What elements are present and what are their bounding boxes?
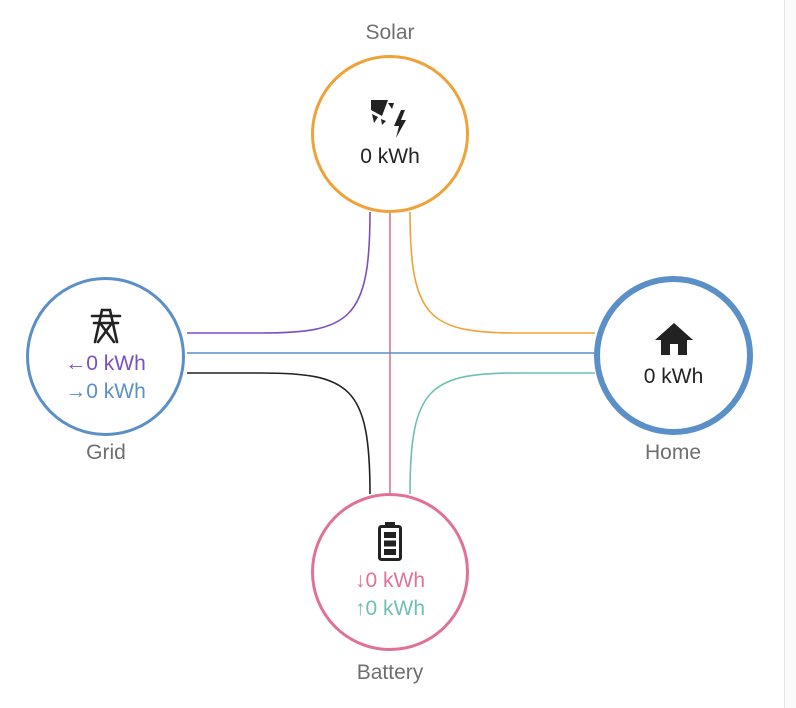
flow-grid-to-battery (187, 372, 371, 495)
home-icon (654, 322, 693, 355)
grid-node[interactable]: ←0 kWh →0 kWh (26, 277, 185, 436)
solar-node[interactable]: 0 kWh (311, 55, 469, 213)
grid-export-row: →0 kWh (65, 378, 146, 406)
arrow-right-icon: → (65, 379, 87, 403)
scrollbar-track[interactable] (784, 0, 796, 708)
battery-label: Battery (356, 661, 424, 684)
transmission-tower-icon (90, 308, 121, 343)
solar-power-icon (371, 100, 406, 138)
flow-solar-to-grid (187, 211, 371, 334)
battery-out-value: 0 kWh (365, 597, 425, 620)
arrow-left-icon: ← (65, 351, 87, 375)
arrow-down-icon: ↓ (354, 569, 366, 592)
grid-export-value: 0 kWh (86, 379, 146, 403)
battery-out-row: ↑0 kWh (355, 595, 425, 623)
solar-value: 0 kWh (360, 145, 420, 168)
arrow-up-icon: ↑ (354, 597, 366, 620)
grid-import-row: ←0 kWh (65, 350, 146, 378)
grid-import-value: 0 kWh (86, 351, 146, 375)
battery-node[interactable]: ↓0 kWh ↑0 kWh (311, 493, 469, 651)
home-node[interactable]: 0 kWh (594, 276, 753, 435)
flow-solar-to-home (409, 211, 595, 334)
battery-in-value: 0 kWh (365, 569, 425, 592)
battery-in-row: ↓0 kWh (355, 567, 425, 595)
home-label: Home (644, 441, 702, 464)
flow-battery-to-home (409, 372, 595, 495)
battery-icon (378, 522, 402, 561)
home-value: 0 kWh (643, 364, 704, 388)
solar-label: Solar (365, 21, 415, 44)
grid-label: Grid (86, 441, 126, 464)
